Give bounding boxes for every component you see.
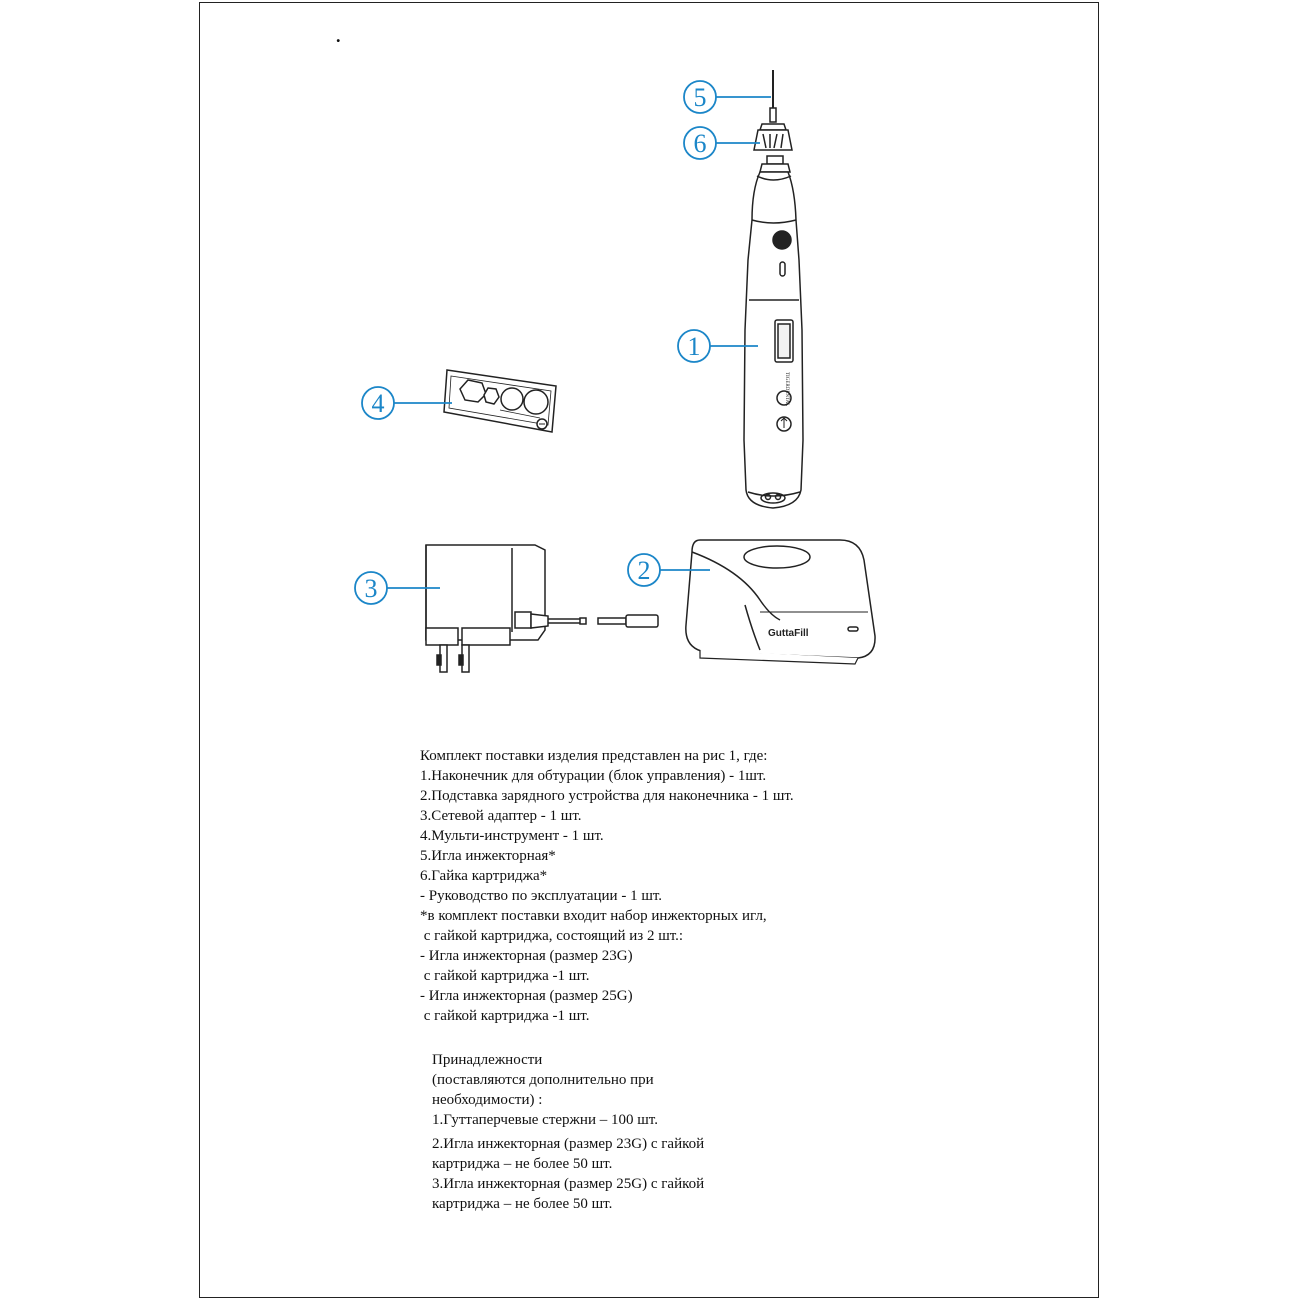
kit-note: - Игла инжекторная (размер 25G) [420, 988, 633, 1004]
handpiece-logo: TIGERDENTAL [784, 372, 789, 406]
accessories-title: Принадлежности [432, 1052, 543, 1068]
callout-6: 6 [683, 126, 760, 160]
kit-note: с гайкой картриджа -1 шт. [420, 1008, 590, 1024]
kit-note: с гайкой картриджа, состоящий из 2 шт.: [420, 928, 684, 944]
kit-note: - Игла инжекторная (размер 23G) [420, 948, 633, 964]
kit-note: *в комплект поставки входит набор инжект… [420, 908, 767, 924]
callout-2: 2 [627, 553, 710, 587]
kit-item: 6.Гайка картриджа* [420, 868, 548, 884]
accessory-item: 1.Гуттаперчевые стержни – 100 шт. [432, 1112, 658, 1128]
header-mark: . [336, 26, 341, 46]
kit-note: с гайкой картриджа -1 шт. [420, 968, 590, 984]
kit-item: - Руководство по эксплуатации - 1 шт. [420, 888, 663, 904]
svg-text:4: 4 [372, 389, 385, 418]
accessory-item: картриджа – не более 50 шт. [432, 1156, 613, 1172]
page-frame [199, 2, 1099, 1298]
svg-text:6: 6 [694, 129, 707, 158]
svg-text:2: 2 [638, 556, 651, 585]
svg-text:3: 3 [365, 574, 378, 603]
svg-text:5: 5 [694, 83, 707, 112]
accessory-item: 2.Игла инжекторная (размер 23G) с гайкой [432, 1136, 705, 1152]
charging-base-illustration: GuttaFill [685, 539, 876, 665]
multi-tool-illustration [443, 369, 557, 433]
callout-3: 3 [354, 571, 440, 605]
accessories: Принадлежности (поставляются дополнитель… [432, 1050, 704, 1214]
kit-contents: Комплект поставки изделия представлен на… [420, 746, 794, 1026]
callout-1: 1 [677, 329, 758, 363]
kit-intro: Комплект поставки изделия представлен на… [420, 748, 768, 764]
callout-4: 4 [361, 386, 452, 420]
handpiece-illustration: TIGERDENTAL [743, 70, 804, 509]
kit-item: 2.Подставка зарядного устройства для нак… [420, 788, 794, 804]
kit-item: 4.Мульти-инструмент - 1 шт. [420, 828, 604, 844]
accessory-item: картриджа – не более 50 шт. [432, 1196, 613, 1212]
callout-5: 5 [683, 80, 771, 114]
accessories-subtitle: необходимости) : [432, 1092, 543, 1108]
base-brand: GuttaFill [768, 628, 809, 639]
kit-item: 5.Игла инжекторная* [420, 848, 556, 864]
kit-item: 3.Сетевой адаптер - 1 шт. [420, 808, 582, 824]
kit-item: 1.Наконечник для обтурации (блок управле… [420, 768, 767, 784]
svg-text:1: 1 [688, 332, 701, 361]
adapter-illustration [425, 544, 659, 673]
accessory-item: 3.Игла инжекторная (размер 25G) с гайкой [432, 1176, 705, 1192]
kit-figure: TIGERDENTAL [354, 70, 876, 673]
accessories-subtitle: (поставляются дополнительно при [432, 1072, 654, 1088]
